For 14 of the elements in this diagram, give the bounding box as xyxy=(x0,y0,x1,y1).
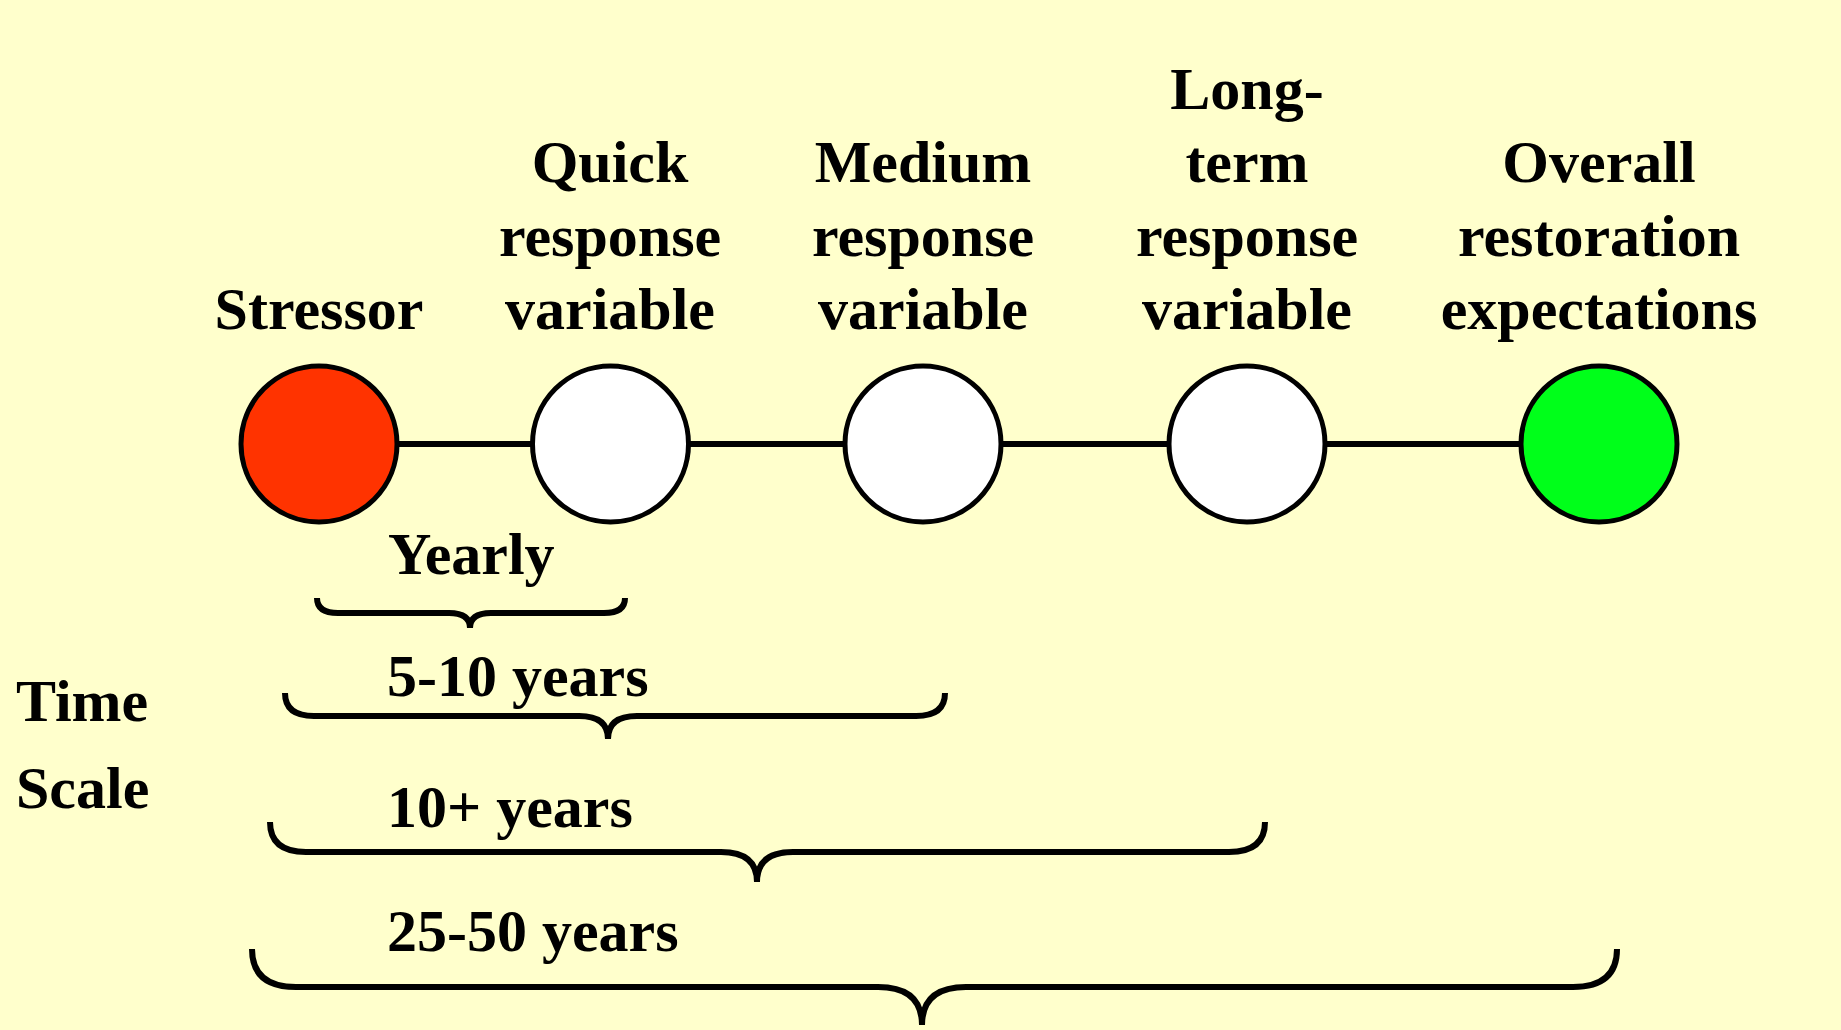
time-span-label: Yearly xyxy=(388,520,555,589)
node-label: Quick response variable xyxy=(497,128,723,344)
connector-line xyxy=(397,441,532,447)
time-span-label: 5-10 years xyxy=(387,642,649,711)
node-label: Long-term response variable xyxy=(1134,55,1360,344)
connector-line xyxy=(1001,441,1169,447)
axis-title: Time Scale xyxy=(16,667,151,823)
node-label: Medium response variable xyxy=(810,128,1036,344)
node-label: Overall restoration expectations xyxy=(1439,128,1759,344)
connector-line xyxy=(1325,441,1521,447)
time-span-label: 25-50 years xyxy=(387,897,679,966)
node-label: Stressor xyxy=(214,274,424,344)
time-span-label: 10+ years xyxy=(387,773,633,842)
connector-line xyxy=(688,441,845,447)
